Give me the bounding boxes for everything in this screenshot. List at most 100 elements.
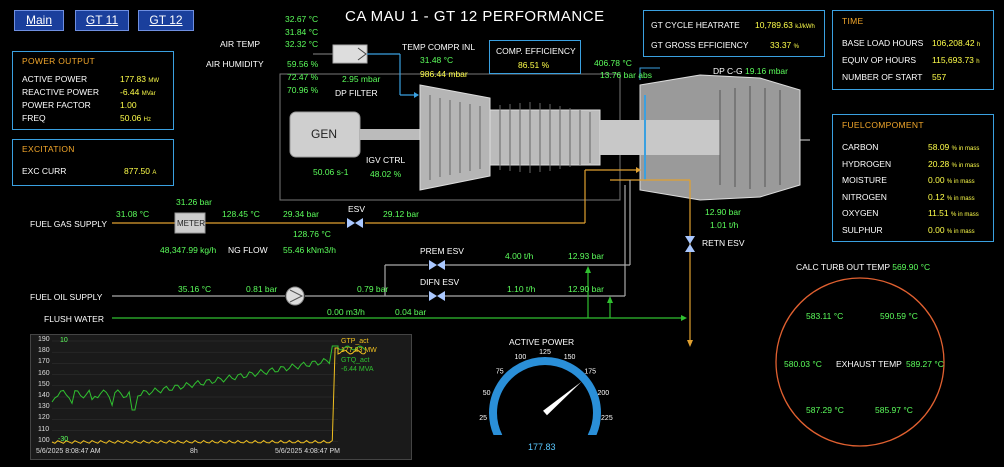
fuel-row-value: 0.00 % in mass — [928, 175, 975, 185]
difn-esv-valve-icon — [429, 291, 445, 301]
power-output-row-label: FREQ — [22, 113, 46, 123]
fuel-row-value: 58.09 % in mass — [928, 142, 980, 152]
exhaust-temp-label: EXHAUST TEMP — [836, 359, 902, 369]
trend-time-end: 5/6/2025 4:08:47 PM — [275, 448, 340, 455]
difn-flow: 1.10 t/h — [507, 284, 536, 294]
trend-time-start: 5/6/2025 8:08:47 AM — [36, 448, 101, 455]
comp-out-temp: 406.78 °C — [594, 58, 632, 68]
fuel-row-label: HYDROGEN — [842, 158, 892, 169]
flush-water-label: FLUSH WATER — [44, 314, 104, 324]
fuel-oil-supply-label: FUEL OIL SUPPLY — [30, 292, 103, 302]
fuel-gas-after-temp: 128.45 °C — [222, 209, 260, 219]
time-row-label: EQUIV OP HOURS — [842, 55, 916, 65]
time-panel — [832, 10, 994, 90]
efficiency-label: GT GROSS EFFICIENCY — [651, 40, 749, 50]
temp-compr-inl-label: TEMP COMPR INL — [402, 42, 476, 52]
fuel-row-value: 0.00 % in mass — [928, 224, 975, 235]
air-temp-label: AIR TEMP — [220, 39, 260, 49]
fuel-gas-press-2: 29.34 bar — [283, 209, 319, 219]
retn-esv-valve-icon — [685, 236, 695, 252]
time-row-label: NUMBER OF START — [842, 72, 923, 82]
meter-label: METER — [177, 219, 205, 228]
air-temp-3: 32.32 °C — [285, 39, 319, 49]
trend-line-p — [51, 347, 367, 444]
generator-label: GEN — [311, 127, 338, 141]
fuel-row-label: MOISTURE — [842, 175, 887, 185]
compressor-icon — [419, 84, 491, 191]
gauge-value: 177.83 — [528, 442, 556, 452]
trend-time-mid: 8h — [190, 448, 198, 455]
flush-flow: 0.00 m3/h — [327, 307, 365, 317]
power-output-title: POWER OUTPUT — [22, 56, 96, 66]
gauge-tick-label: 75 — [496, 369, 504, 376]
ng-flow-label: NG FLOW — [228, 245, 268, 255]
dp-filter-label: DP FILTER — [335, 88, 378, 98]
trend-legend-2: GTQ_act-6.44 MVA — [341, 357, 374, 373]
fuel-oil-press-2: 0.79 bar — [357, 284, 389, 294]
excitation-panel — [12, 139, 174, 186]
comp-efficiency-panel — [489, 40, 581, 74]
power-output-row-value: 1.00 — [120, 100, 137, 110]
power-output-row-value: 50.06 Hz — [120, 113, 151, 123]
fuel-gas-vol-flow: 55.46 kNm3/h — [283, 245, 336, 255]
nav-gt11-button[interactable]: GT 11 — [75, 10, 129, 31]
gauge-needle — [543, 381, 582, 416]
power-output-row-label: REACTIVE POWER — [22, 87, 99, 97]
power-output-row-value: -6.44 MVar — [120, 87, 156, 97]
trend-line-q — [51, 345, 367, 411]
gauge-tick-label: 225 — [601, 415, 613, 422]
page-title: CA MAU 1 - GT 12 PERFORMANCE — [345, 8, 605, 25]
retn-esv-label: RETN ESV — [702, 238, 745, 248]
fuel-oil-press-1: 0.81 bar — [246, 284, 278, 294]
fuel-row-label: SULPHUR — [842, 224, 883, 235]
air-temp-2: 31.84 °C — [285, 27, 319, 37]
time-row-value: 115,693.73 h — [932, 55, 980, 65]
trend-y-tick: 140 — [38, 392, 50, 399]
igv-ctrl-label: IGV CTRL — [366, 155, 406, 165]
fuel-gas-temp-2: 128.76 °C — [293, 229, 331, 239]
air-hum-1: 59.56 % — [287, 59, 319, 69]
flush-press: 0.04 bar — [395, 307, 427, 317]
fuel-row-value: 20.28 % in mass — [928, 158, 980, 169]
prem-press: 12.93 bar — [568, 251, 604, 261]
retn-pressure: 12.90 bar — [705, 207, 741, 217]
temp-compr-inl-pressure: 986.44 mbar — [420, 69, 468, 79]
fuel-row-value: 11.51 % in mass — [928, 208, 979, 218]
prem-esv-label: PREM ESV — [420, 246, 464, 256]
air-hum-2: 72.47 % — [287, 72, 319, 82]
trend-y-tick: 150 — [38, 380, 50, 388]
power-output-row-label: POWER FACTOR — [22, 100, 91, 110]
exhaust-temp-3: 580.03 °C — [784, 359, 822, 369]
gauge-tick-label: 200 — [597, 390, 609, 397]
fuel-component-title: FUELCOMPOMENT — [842, 120, 924, 130]
esv-label: ESV — [348, 204, 366, 214]
heatrate-value: 10,789.63 kJ/kWh — [755, 20, 815, 30]
air-temp-1: 32.67 °C — [285, 14, 319, 24]
prem-flow: 4.00 t/h — [505, 251, 534, 261]
gauge-tick-label: 150 — [564, 354, 576, 361]
fuel-row-label: NITROGEN — [842, 191, 887, 202]
nav-gt12-button[interactable]: GT 12 — [138, 10, 194, 31]
exhaust-temp-5: 587.29 °C — [806, 405, 844, 415]
esv-pressure: 29.12 bar — [383, 209, 419, 219]
power-output-row-label: ACTIVE POWER — [22, 74, 88, 84]
exc-curr-label: EXC CURR — [22, 166, 67, 176]
fuel-gas-flow: 48,347.99 kg/h — [160, 245, 217, 255]
esv-valve-icon — [347, 218, 363, 228]
calc-turb-out-label: CALC TURB OUT TEMP 569.90 °C — [796, 262, 931, 272]
trend-y-tick: 160 — [38, 369, 50, 377]
power-output-panel — [12, 51, 174, 130]
air-humidity-label: AIR HUMIDITY — [206, 59, 264, 69]
time-title: TIME — [842, 16, 864, 26]
meter-icon — [174, 212, 206, 234]
speed-value: 50.06 s-1 — [313, 167, 349, 177]
trend-y-tick: 180 — [38, 347, 50, 355]
trend-y-tick: 110 — [38, 425, 50, 433]
gauge-tick-label: 175 — [584, 369, 596, 376]
nav-main-button[interactable]: Main — [14, 10, 64, 31]
fuel-row-label: CARBON — [842, 142, 879, 152]
air-hum-3: 70.96 % — [287, 85, 319, 95]
fuel-row-value: 0.12 % in mass — [928, 191, 975, 202]
trend-y-tick: 120 — [38, 414, 50, 422]
gauge-tick-label: 100 — [515, 354, 527, 361]
